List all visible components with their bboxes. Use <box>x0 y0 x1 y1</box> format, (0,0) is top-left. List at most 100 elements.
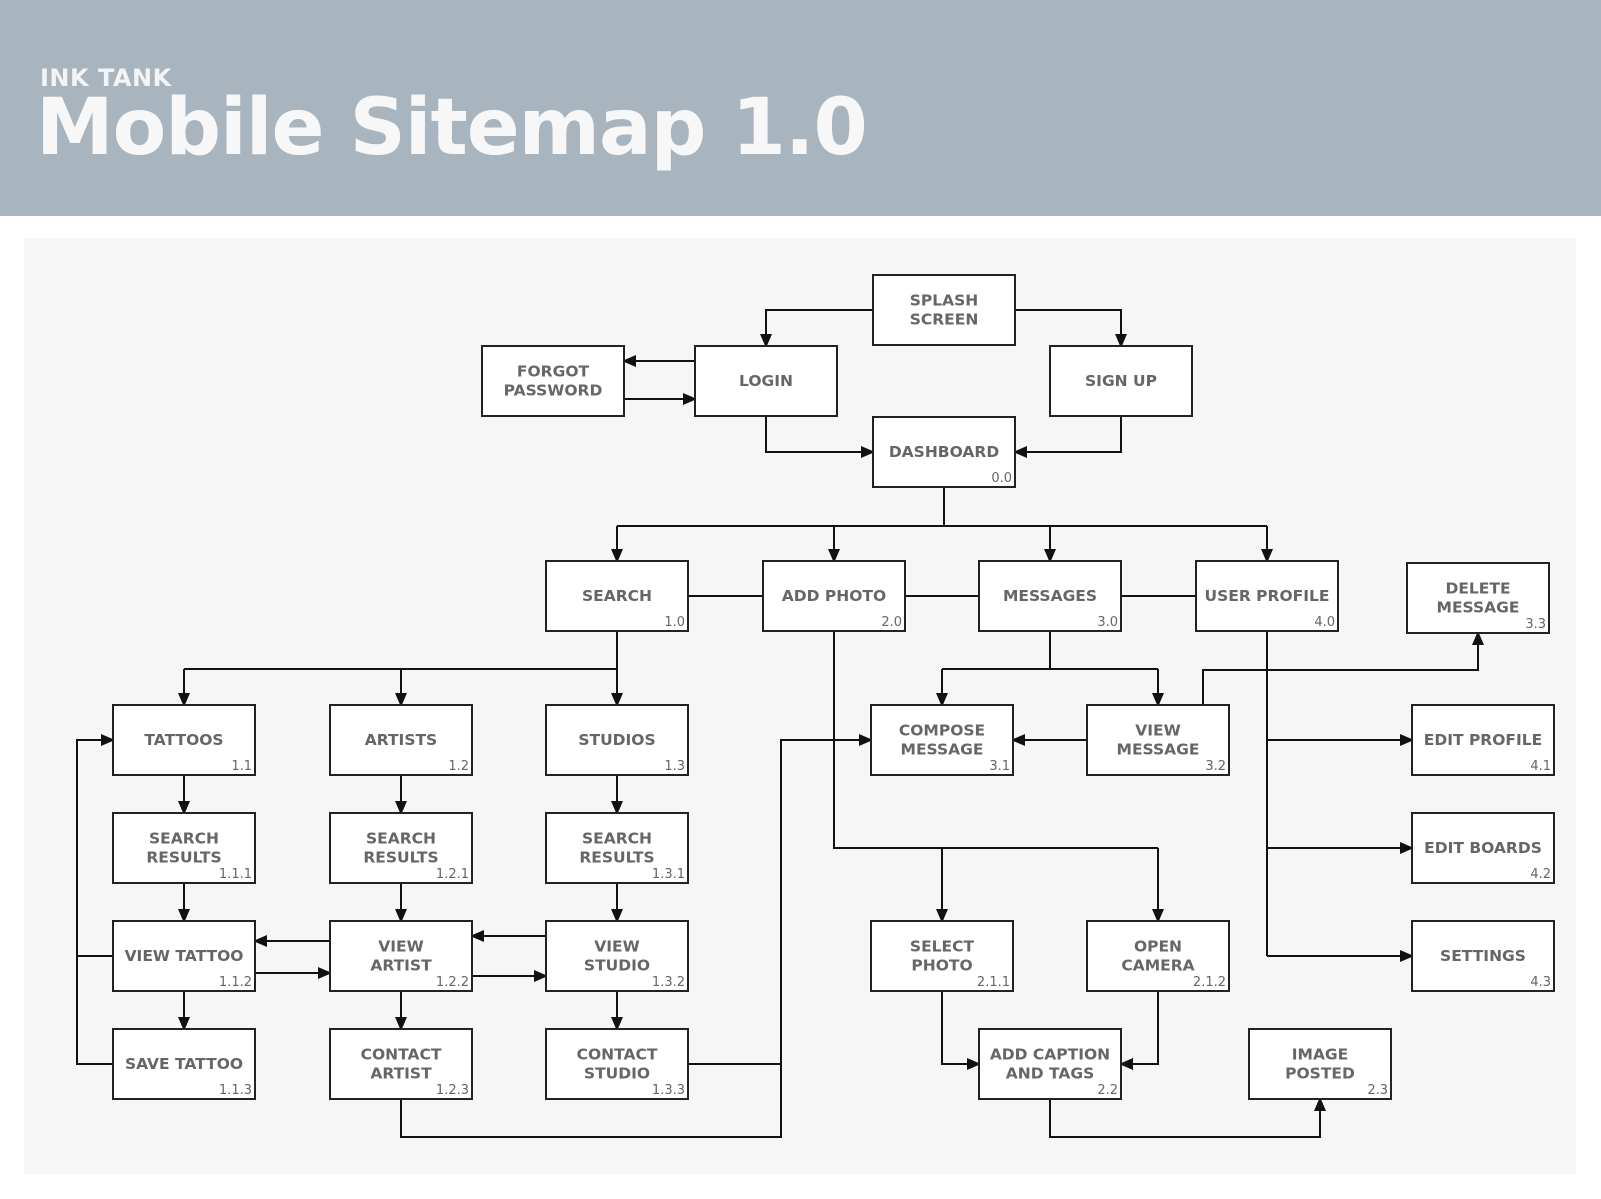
node-box <box>545 920 689 992</box>
edge-splash-signup <box>1015 309 1127 348</box>
node-box <box>329 1028 473 1100</box>
node-number: 1.1.3 <box>219 1083 252 1098</box>
node-number: 1.0 <box>664 615 685 630</box>
brand-name: INK TANK <box>40 64 172 92</box>
node-label: SAVE TATTOO <box>125 1055 243 1073</box>
node-box <box>329 704 473 776</box>
node-number: 3.0 <box>1097 615 1118 630</box>
node-label: RESULTS <box>579 849 654 867</box>
node-box <box>1248 1028 1392 1100</box>
edge-contactstudio-compose <box>688 734 873 1065</box>
node-label: VIEW <box>378 938 423 956</box>
node-savetattoo: SAVE TATTOO 1.1.3 <box>112 1028 256 1100</box>
node-box <box>545 812 689 884</box>
node-number: 2.2 <box>1097 1083 1118 1098</box>
node-number: 1.3.3 <box>652 1083 685 1098</box>
node-label: USER PROFILE <box>1205 587 1330 605</box>
edge-caption-posted <box>1049 1097 1326 1138</box>
edge-selectphoto-caption <box>941 991 981 1070</box>
node-box <box>1411 920 1555 992</box>
node-addphoto: ADD PHOTO 2.0 <box>762 560 906 632</box>
node-label: SEARCH <box>366 830 436 848</box>
node-label: SEARCH <box>149 830 219 848</box>
node-dashboard: DASHBOARD 0.0 <box>872 416 1016 488</box>
node-login: LOGIN <box>694 345 838 417</box>
node-number: 2.1.1 <box>977 975 1010 990</box>
node-number: 1.2.2 <box>436 975 469 990</box>
node-label: CAMERA <box>1121 957 1194 975</box>
node-box <box>545 1028 689 1100</box>
node-box <box>545 704 689 776</box>
node-label: ADD CAPTION <box>990 1046 1110 1064</box>
node-box <box>112 704 256 776</box>
node-number: 3.2 <box>1205 759 1226 774</box>
node-label: PHOTO <box>911 957 972 975</box>
node-number: 0.0 <box>991 471 1012 486</box>
node-label: DASHBOARD <box>889 443 1000 461</box>
edge-splash-login <box>760 309 873 348</box>
node-box <box>762 560 906 632</box>
node-box <box>978 1028 1122 1100</box>
node-label: MESSAGE <box>1437 599 1520 617</box>
node-box <box>694 345 838 417</box>
page-title: Mobile Sitemap 1.0 <box>36 83 868 173</box>
node-number: 3.3 <box>1525 617 1546 632</box>
node-number: 4.1 <box>1530 759 1551 774</box>
header-banner: INK TANK Mobile Sitemap 1.0 <box>0 0 1601 216</box>
edge-login-dashboard <box>765 416 875 458</box>
node-editprofile: EDIT PROFILE 4.1 <box>1411 704 1555 776</box>
node-number: 1.1.2 <box>219 975 252 990</box>
node-label: ADD PHOTO <box>782 587 886 605</box>
node-label: VIEW <box>594 938 639 956</box>
node-label: VIEW <box>1135 722 1180 740</box>
node-label: SCREEN <box>910 311 979 329</box>
edge-contactartist-compose <box>400 1064 782 1138</box>
node-box <box>1195 560 1339 632</box>
node-label: LOGIN <box>739 372 793 390</box>
edge-addphoto-trunk <box>833 631 1158 849</box>
node-label: FORGOT <box>517 363 590 381</box>
node-label: ARTISTS <box>365 731 437 749</box>
edge-opencamera-caption <box>1119 991 1159 1070</box>
node-label: EDIT BOARDS <box>1424 839 1542 857</box>
node-label: MESSAGE <box>901 741 984 759</box>
node-box <box>1411 812 1555 884</box>
node-box <box>112 812 256 884</box>
node-number: 3.1 <box>989 759 1010 774</box>
node-label: SETTINGS <box>1440 947 1526 965</box>
node-label: RESULTS <box>363 849 438 867</box>
node-number: 2.3 <box>1367 1083 1388 1098</box>
node-box <box>978 560 1122 632</box>
node-label: SEARCH <box>582 587 652 605</box>
node-box <box>112 1028 256 1100</box>
node-number: 1.2.1 <box>436 867 469 882</box>
node-number: 1.3.2 <box>652 975 685 990</box>
node-label: SIGN UP <box>1085 372 1157 390</box>
node-label: EDIT PROFILE <box>1424 731 1542 749</box>
node-number: 1.2.3 <box>436 1083 469 1098</box>
node-number: 2.0 <box>881 615 902 630</box>
node-label: MESSAGES <box>1003 587 1097 605</box>
node-label: STUDIO <box>584 957 650 975</box>
node-label: SELECT <box>910 938 975 956</box>
node-label: MESSAGE <box>1117 741 1200 759</box>
node-box <box>481 345 625 417</box>
node-number: 2.1.2 <box>1193 975 1226 990</box>
node-box <box>872 416 1016 488</box>
node-label: IMAGE <box>1292 1046 1349 1064</box>
node-label: TATTOOS <box>144 731 223 749</box>
